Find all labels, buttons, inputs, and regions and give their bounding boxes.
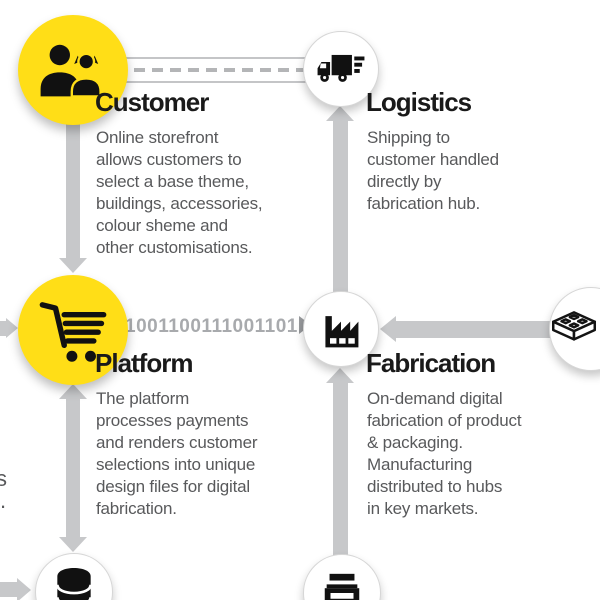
connector-fabrication-printer <box>333 383 348 558</box>
platform-title: Platform <box>95 348 193 378</box>
platform-description: The platform processes payments and rend… <box>96 389 258 518</box>
database-node <box>35 553 113 600</box>
connector-materials-fabrication <box>396 321 561 338</box>
logistics-node <box>303 31 379 107</box>
logistics-description: Shipping to customer handled directly by… <box>367 128 499 213</box>
arrow-up-into-logistics <box>326 106 354 121</box>
connector-left-platform <box>0 321 6 336</box>
connector-logistics-fabrication <box>333 120 348 298</box>
dashed-road-connector <box>112 57 312 83</box>
database-icon <box>51 567 97 600</box>
connector-left-database <box>0 582 17 597</box>
arrow-left-into-fabrication <box>380 316 396 342</box>
fabrication-description: On-demand digital fabrication of product… <box>367 389 522 518</box>
left-edge-text-fragment-bottom: . <box>0 488 7 513</box>
brick-icon <box>547 308 600 350</box>
platform-node <box>18 275 128 385</box>
factory-icon <box>319 306 363 352</box>
binary-stream: 1001100111001101 <box>125 316 311 338</box>
customer-title: Customer <box>95 87 209 117</box>
logistics-title: Logistics <box>366 87 472 117</box>
truck-icon <box>316 51 366 87</box>
arrow-down-into-platform <box>59 258 87 273</box>
arrow-right-into-platform <box>6 318 18 338</box>
connector-customer-platform <box>66 100 80 258</box>
customer-node <box>18 15 128 125</box>
fabrication-title: Fabrication <box>366 348 496 378</box>
arrow-down-into-database <box>59 537 87 552</box>
materials-node <box>549 287 600 371</box>
arrow-right-into-database <box>17 578 31 600</box>
users-icon <box>37 43 109 97</box>
left-edge-text-fragment-top: s <box>0 466 7 491</box>
fabrication-node <box>303 291 379 367</box>
printer-icon <box>319 571 365 600</box>
arrow-up-into-fabrication <box>326 368 354 383</box>
connector-platform-database <box>66 399 80 537</box>
arrow-up-into-platform <box>59 384 87 399</box>
printer-node <box>303 554 381 600</box>
cart-icon <box>38 295 108 365</box>
road-dash-line <box>116 68 308 72</box>
customer-description: Online storefront allows customers to se… <box>96 128 263 257</box>
binary-stream-text: 1001100111001101 <box>125 316 298 337</box>
